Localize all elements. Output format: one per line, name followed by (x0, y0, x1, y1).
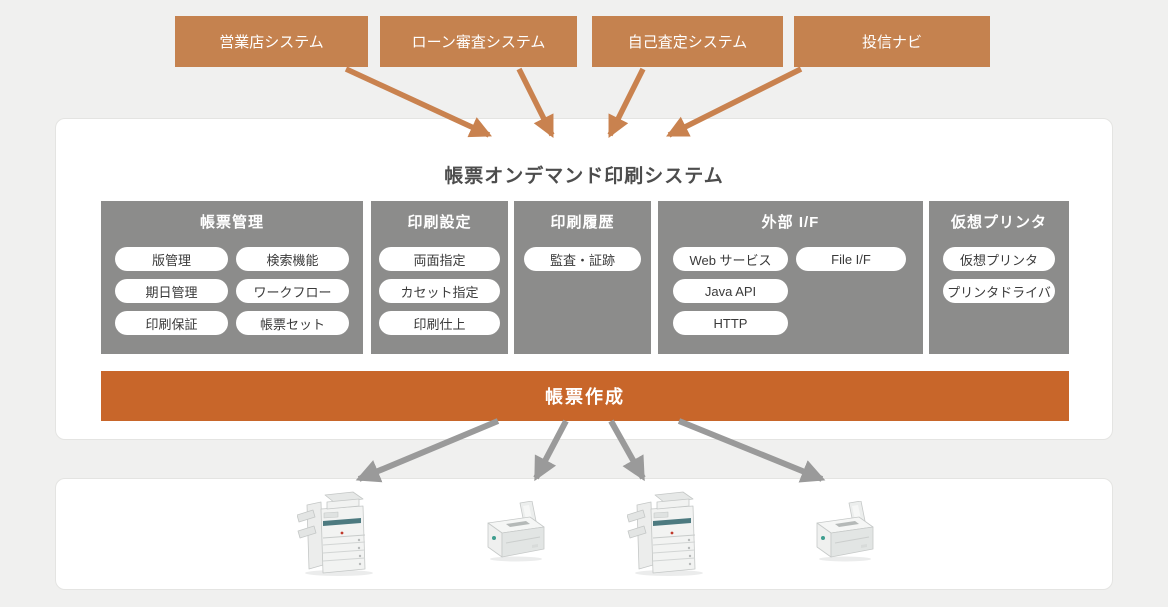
module-name: 仮想プリンタ (950, 214, 1047, 231)
multifunction-copier-icon (627, 491, 704, 577)
module-virtual-printer: 仮想プリンタ 仮想プリンタ プリンタドライバ (929, 201, 1069, 354)
feature-pill: プリンタドライバ (943, 279, 1055, 303)
feature-pill: ワークフロー (236, 279, 349, 303)
feature-pill: 監査・証跡 (524, 247, 641, 271)
feature-pill: カセット指定 (379, 279, 500, 303)
printer-panel (55, 478, 1113, 590)
feature-pills: 仮想プリンタ プリンタドライバ (929, 247, 1069, 303)
source-label: 営業店システム (219, 34, 324, 51)
system-title: 帳票オンデマンド印刷システム (444, 166, 724, 187)
feature-pill: 両面指定 (379, 247, 500, 271)
feature-pills: 監査・証跡 (514, 247, 651, 271)
feature-pill: File I/F (796, 247, 906, 271)
feature-pills: 版管理 検索機能 期日管理 ワークフロー 印刷保証 帳票セット (101, 247, 363, 335)
feature-pill: 期日管理 (115, 279, 228, 303)
feature-pills: 両面指定 カセット指定 印刷仕上 (371, 247, 508, 335)
module-print-history: 印刷履歴 監査・証跡 (514, 201, 651, 354)
module-external-interface: 外部 I/F Web サービス File I/F Java API HTTP (658, 201, 923, 354)
system-panel: 帳票オンデマンド印刷システム 帳票管理 版管理 検索機能 期日管理 ワークフロー… (55, 118, 1113, 440)
module-print-settings: 印刷設定 両面指定 カセット指定 印刷仕上 (371, 201, 508, 354)
feature-pills: Web サービス File I/F Java API HTTP (658, 247, 923, 335)
module-name: 外部 I/F (761, 214, 820, 231)
source-label: ローン審査システム (411, 34, 546, 51)
source-box-branch-system: 営業店システム (175, 16, 368, 67)
laser-printer-icon (816, 501, 874, 562)
source-label: 自己査定システム (627, 34, 748, 51)
feature-pill: 印刷仕上 (379, 311, 500, 335)
module-name: 帳票管理 (199, 214, 264, 231)
feature-pill: 仮想プリンタ (943, 247, 1055, 271)
laser-printer-icon (487, 501, 545, 562)
multifunction-copier-icon (297, 491, 374, 577)
feature-pill: 帳票セット (236, 311, 349, 335)
feature-pill: HTTP (673, 311, 788, 335)
feature-pill: 版管理 (115, 247, 228, 271)
feature-pill: 印刷保証 (115, 311, 228, 335)
module-name: 印刷設定 (407, 214, 472, 231)
source-label: 投信ナビ (861, 34, 922, 51)
form-creation-label: 帳票作成 (545, 387, 625, 407)
feature-pill: Web サービス (673, 247, 788, 271)
source-box-self-assessment-system: 自己査定システム (592, 16, 783, 67)
feature-pill: Java API (673, 279, 788, 303)
module-name: 印刷履歴 (550, 214, 615, 231)
source-box-toshin-navi: 投信ナビ (794, 16, 990, 67)
module-form-management: 帳票管理 版管理 検索機能 期日管理 ワークフロー 印刷保証 帳票セット (101, 201, 363, 354)
source-box-loan-screening-system: ローン審査システム (380, 16, 577, 67)
form-creation-bar: 帳票作成 (101, 371, 1069, 421)
feature-pill: 検索機能 (236, 247, 349, 271)
